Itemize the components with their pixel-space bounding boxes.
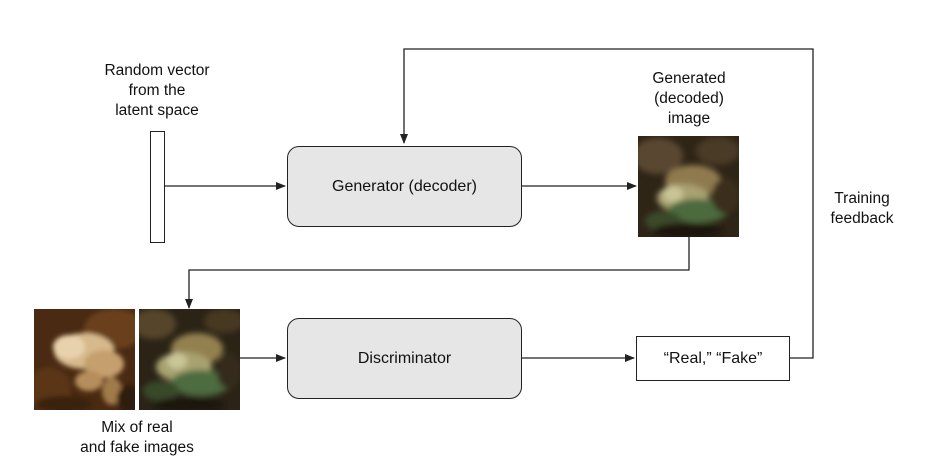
generated-image	[638, 136, 739, 237]
real-image	[34, 309, 135, 410]
training-feedback-label: Training feedback	[830, 190, 894, 227]
arrow-training-feedback	[400, 48, 814, 359]
discriminator-label: Discriminator	[357, 349, 452, 367]
output-label: “Real,” “Fake”	[663, 349, 763, 367]
output-box: “Real,” “Fake”	[636, 336, 790, 381]
generator-label: Generator (decoder)	[332, 177, 477, 195]
arrow-image-to-mix	[185, 237, 690, 309]
generated-frog-icon	[638, 136, 739, 237]
latent-vector	[150, 131, 165, 243]
random-vector-label: Random vector from the latent space	[104, 62, 210, 119]
fake-frog-icon	[139, 309, 240, 410]
generator-box: Generator (decoder)	[287, 146, 522, 227]
discriminator-box: Discriminator	[287, 318, 522, 399]
real-frog-icon	[34, 309, 135, 410]
generated-image-label: Generated (decoded) image	[652, 70, 726, 127]
mix-images-label: Mix of real and fake images	[80, 419, 194, 456]
fake-image	[139, 309, 240, 410]
